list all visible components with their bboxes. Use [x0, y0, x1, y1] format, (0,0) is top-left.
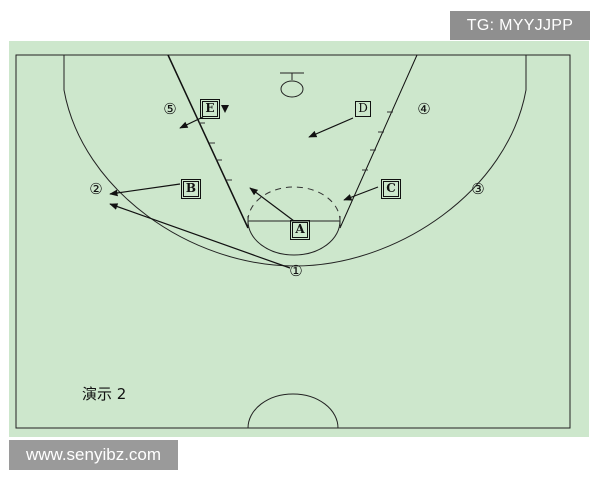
basket-rim — [280, 80, 304, 98]
player-1-label: ① — [289, 262, 303, 280]
defender-c-label: C — [381, 179, 401, 199]
lane-line-left — [167, 54, 249, 229]
three-point-line — [63, 55, 527, 267]
defender-e-label: E — [200, 99, 220, 119]
arrow-b-to-p2 — [109, 183, 181, 197]
player-2-label: ② — [89, 180, 103, 198]
player-5-label: ⑤ — [163, 100, 177, 118]
movement-arrows — [109, 116, 379, 269]
pointer-triangle — [221, 105, 229, 113]
arrow-e-to-left — [179, 116, 204, 129]
player-3-label: ③ — [471, 180, 485, 198]
arrow-p1-to-p2 — [109, 203, 291, 269]
defender-a-label: A — [290, 220, 310, 240]
lane-hash-marks — [199, 111, 393, 181]
lane-line-right — [339, 54, 418, 229]
free-throw-circle-solid — [247, 220, 341, 256]
court-boundary — [15, 54, 571, 429]
arrow-d-to-middle — [308, 117, 354, 138]
court-panel — [9, 41, 589, 437]
defender-d-label: D — [355, 101, 371, 117]
defender-b-label: B — [181, 179, 201, 199]
watermark-top: TG: MYYJJPP — [450, 11, 590, 40]
free-throw-circle-dashed — [247, 186, 341, 222]
player-4-label: ④ — [417, 100, 431, 118]
diagram-caption: 演示 2 — [82, 385, 127, 403]
arrow-a-to-lane — [249, 187, 295, 222]
arrow-c-to-lane — [343, 186, 379, 201]
watermark-bottom: www.senyibz.com — [9, 440, 178, 470]
center-circle-arc — [247, 393, 339, 429]
